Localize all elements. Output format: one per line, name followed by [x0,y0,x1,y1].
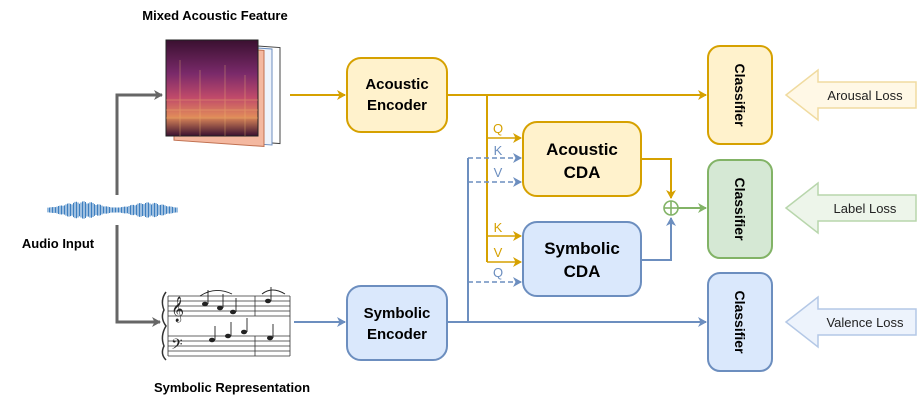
acoustic-cda-label-line1: Acoustic [546,140,618,159]
symbolic-cda-v-label: V [494,245,503,260]
svg-text:𝄞: 𝄞 [171,296,184,322]
audio-to-spectrogram-arrow [115,90,163,195]
valence-classifier-block: Classifier [707,272,773,372]
audio-input-label: Audio Input [22,236,95,251]
label-loss-arrow: Label Loss [784,181,917,235]
audio-waveform-icon [47,201,178,219]
valence-loss-label: Valence Loss [826,315,904,330]
arousal-classifier-block: Classifier [707,45,773,145]
symbolic-encoder-label-line2: Encoder [367,326,427,343]
acoustic-encoder-block: Acoustic Encoder [346,57,448,133]
symbolic-cda-k-label: K [494,220,503,235]
fusion-add-icon [663,200,679,216]
symbolic-cda-to-fusion-arrow [641,217,676,261]
symbolic-cda-label-line1: Symbolic [544,239,620,258]
acoustic-cda-to-fusion-arrow [641,158,676,199]
arousal-classifier-label: Classifier [732,63,748,127]
symbolic-cda-block: Symbolic CDA [522,221,642,297]
symbolic-encoder-block: Symbolic Encoder [346,285,448,361]
sheet-music-icon: 𝄞 𝄢 [161,286,293,361]
symbolic-representation-label: Symbolic Representation [154,380,310,395]
valence-classifier-label: Classifier [732,290,748,354]
acoustic-encoder-label-line2: Encoder [367,97,427,114]
acoustic-cda-k-label: K [494,143,503,158]
mixed-acoustic-feature-label: Mixed Acoustic Feature [142,8,287,23]
label-classifier-block: Classifier [707,159,773,259]
valence-loss-arrow: Valence Loss [784,295,917,349]
acoustic-cda-v-label: V [494,165,503,180]
symbolic-cda-label-line2: CDA [564,262,601,281]
svg-text:𝄢: 𝄢 [171,336,183,356]
arousal-loss-label: Arousal Loss [827,88,903,103]
acoustic-cda-block: Acoustic CDA [522,121,642,197]
acoustic-cda-label-line2: CDA [564,163,601,182]
spectrogram-stack-icon [165,39,281,147]
acoustic-encoder-label-line1: Acoustic [365,76,428,93]
arousal-loss-arrow: Arousal Loss [784,68,917,122]
symbolic-encoder-label-line1: Symbolic [364,305,431,322]
acoustic-cda-q-label: Q [493,121,503,136]
label-loss-label: Label Loss [834,201,897,216]
label-classifier-label: Classifier [732,177,748,241]
symbolic-cda-q-label: Q [493,265,503,280]
audio-to-score-arrow [115,225,161,327]
